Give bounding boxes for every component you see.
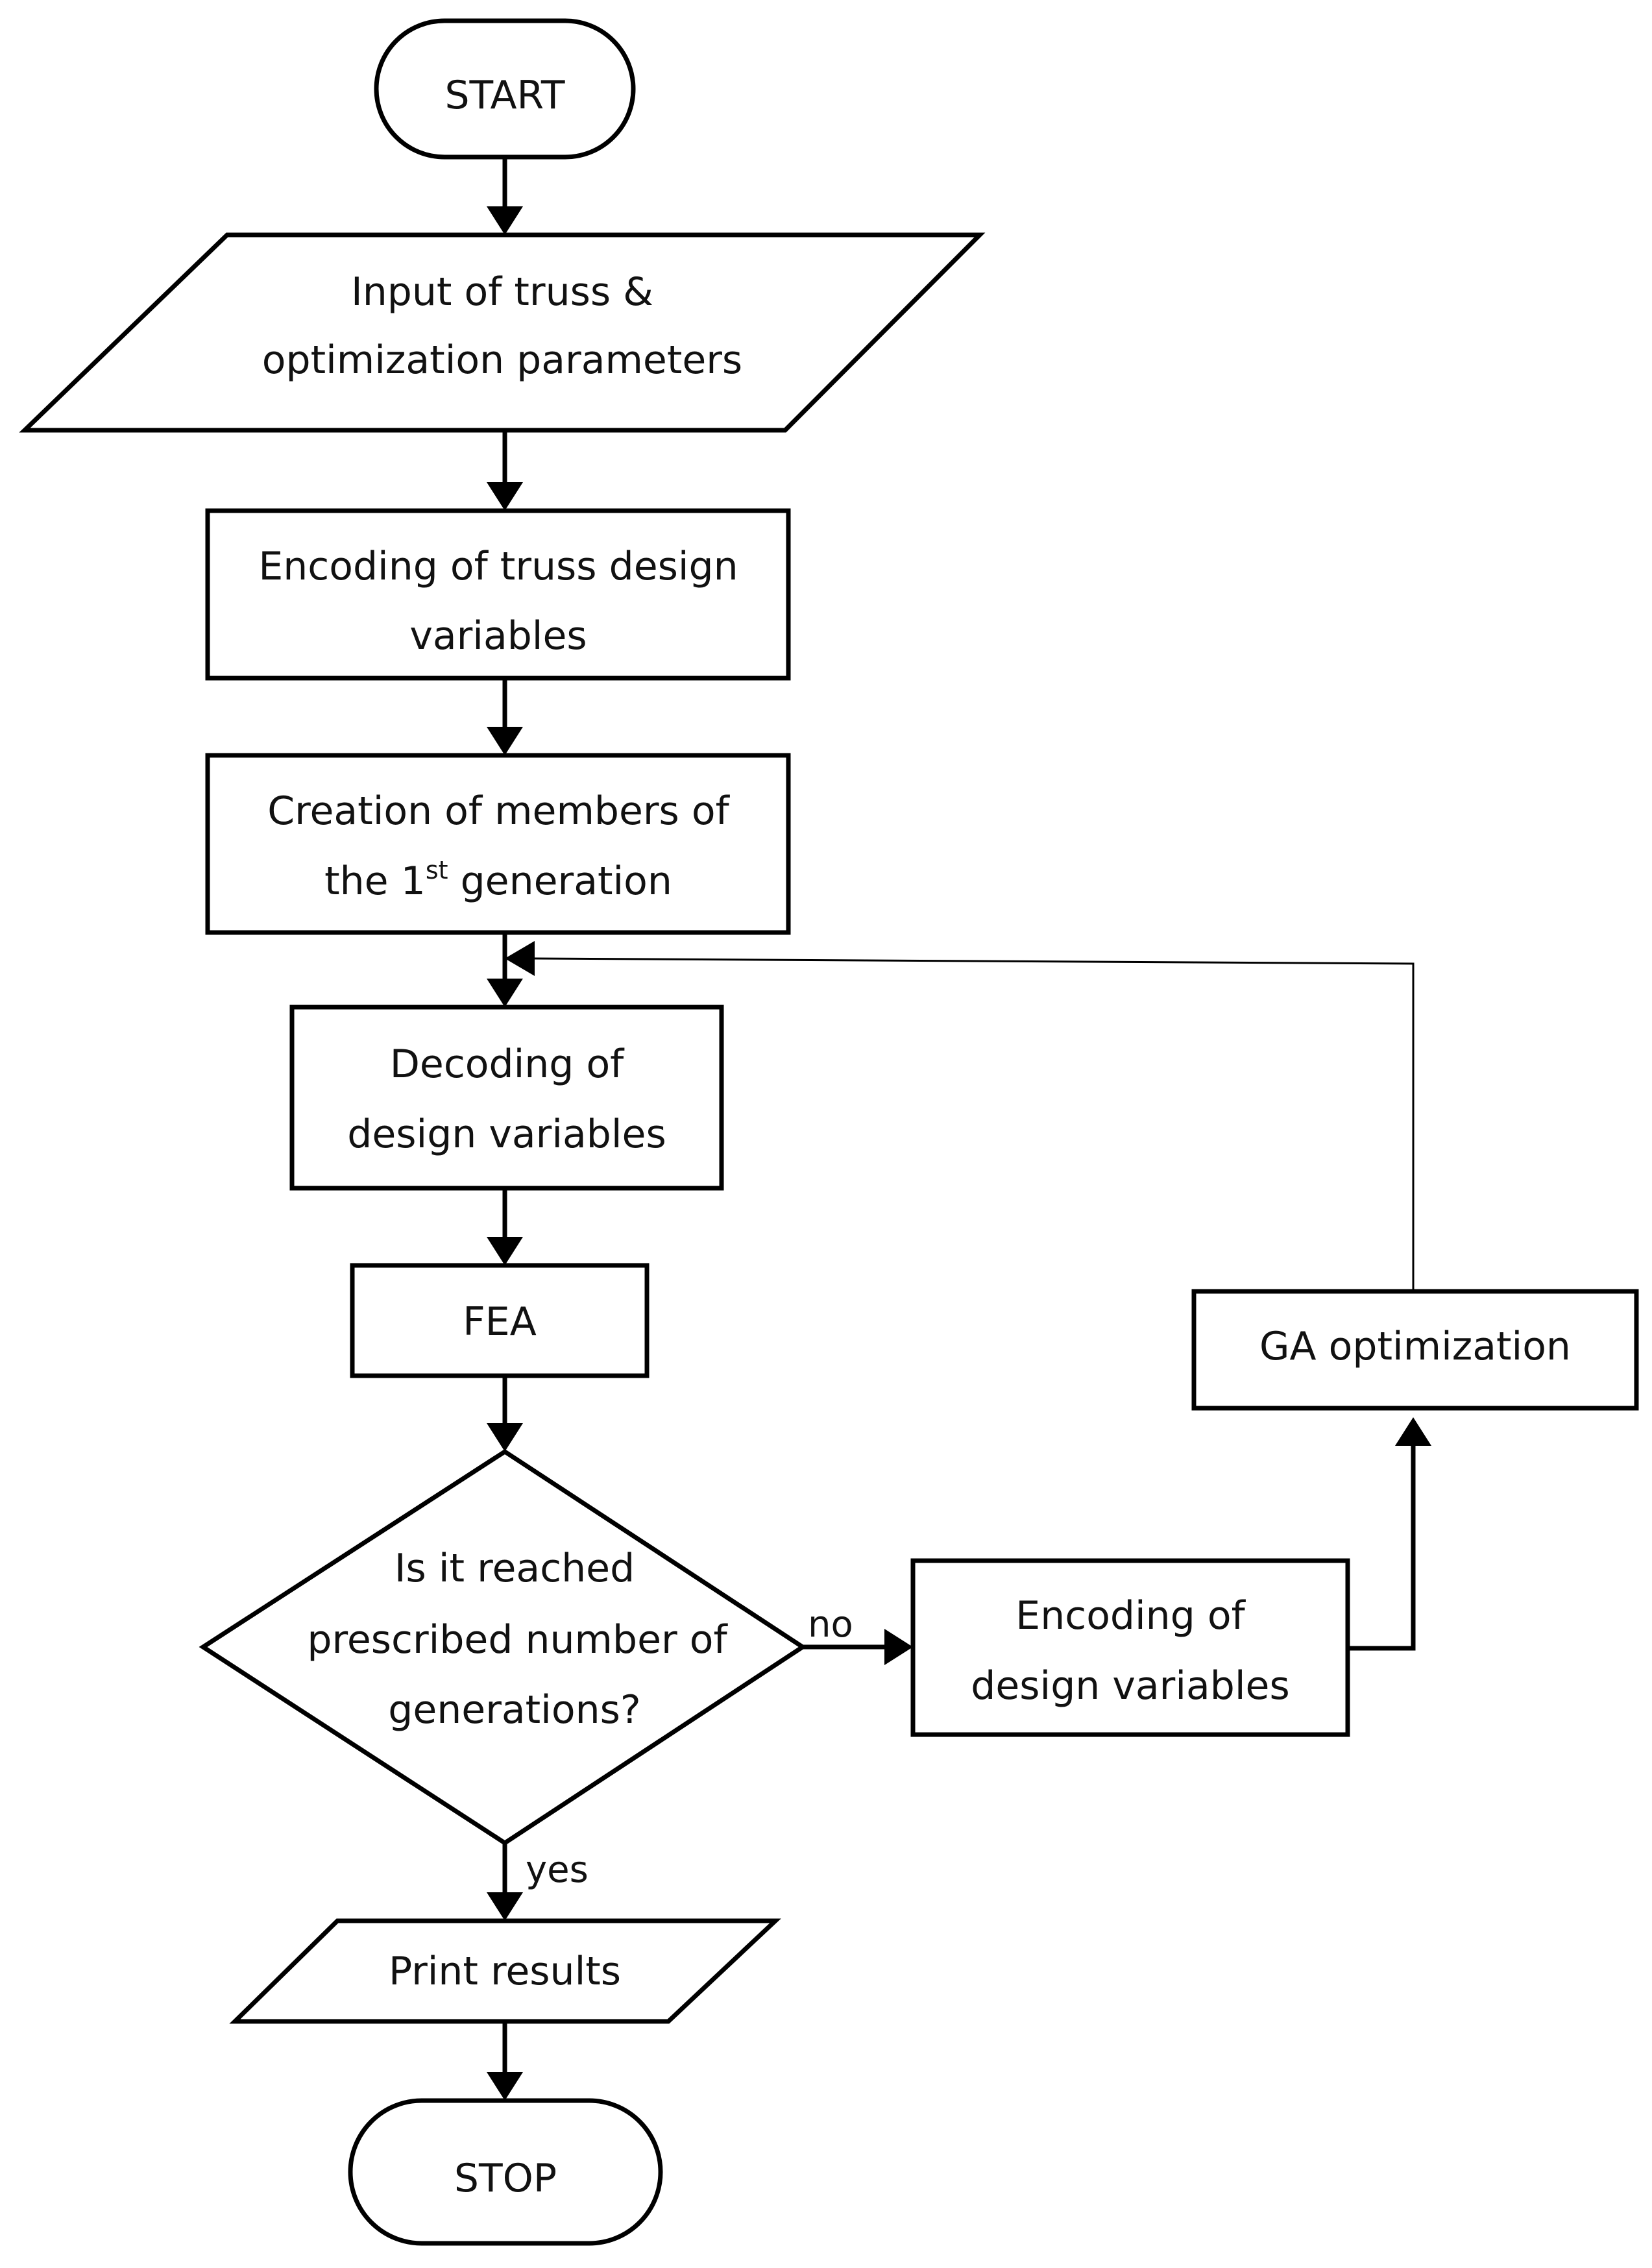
no-label: no: [808, 1603, 853, 1646]
arrow-decoding-to-fea-head: [487, 1237, 523, 1265]
creation-label-line1: Creation of members of: [267, 788, 730, 834]
decoding-label-line1: Decoding of: [390, 1042, 625, 1087]
print-parallelogram: [229, 1918, 781, 2024]
input-label-line1: Input of truss &: [351, 269, 653, 315]
arrow-decision-no-head: [884, 1629, 913, 1665]
encoding-label-line1: Encoding of: [1015, 1593, 1246, 1639]
arrow-fea-to-decision-head: [487, 1423, 523, 1452]
creation-label-pre: the 1: [324, 859, 426, 904]
decision-label-line3: generations?: [388, 1687, 640, 1733]
encoding-truss-box: [205, 508, 791, 681]
creation-label-line2: the 1st generation: [324, 856, 672, 904]
fea-label: FEA: [463, 1299, 536, 1345]
encoding-truss-label-line2: variables: [409, 613, 587, 659]
arrow-encoding-to-creation-head: [487, 727, 523, 755]
stop-label: STOP: [454, 2156, 557, 2201]
arrow-input-to-encoding-head: [487, 482, 523, 511]
arrow-encoding-to-ga-head: [1395, 1417, 1431, 1446]
encoding-box: [910, 1558, 1350, 1737]
ga-box: [1191, 1289, 1639, 1411]
start-label: START: [444, 73, 565, 118]
print-label: Print results: [389, 1949, 621, 1994]
decision-label-line2: prescribed number of: [307, 1617, 728, 1663]
arrow-print-to-stop-head: [487, 2072, 523, 2101]
decoding-box: [289, 1005, 724, 1191]
decision-label-line1: Is it reached: [395, 1546, 635, 1591]
decoding-label-line2: design variables: [347, 1112, 666, 1157]
arrow-encoding-to-ga: [1348, 1444, 1416, 1651]
creation-label-post: generation: [448, 859, 672, 904]
creation-label-sup: st: [426, 856, 448, 884]
arrow-creation-to-decoding-head: [487, 979, 523, 1007]
input-label-line2: optimization parameters: [262, 337, 742, 383]
ga-label: GA optimization: [1259, 1324, 1571, 1369]
yes-label: yes: [526, 1849, 589, 1891]
arrow-start-to-input-head: [487, 206, 523, 235]
creation-box: [205, 753, 791, 935]
arrow-decision-yes-head: [487, 1892, 523, 1921]
stop-terminator: [348, 2098, 663, 2246]
encoding-truss-label-line1: Encoding of truss design: [258, 544, 738, 589]
encoding-label-line2: design variables: [971, 1663, 1289, 1709]
loop-line-head: [505, 941, 535, 976]
loop-line-ga-to-decoding: [533, 957, 1415, 1291]
fea-box: [350, 1263, 650, 1378]
input-parallelogram: [19, 232, 986, 433]
